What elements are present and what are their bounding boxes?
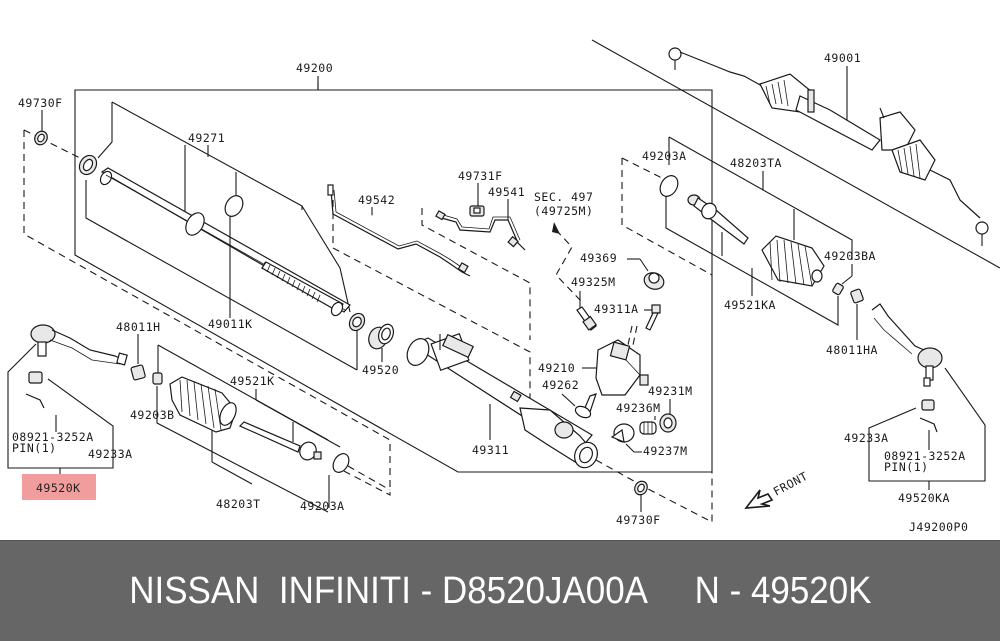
- label-49203BA[interactable]: 49203BA: [824, 249, 876, 263]
- label-49203B[interactable]: 49203B: [130, 408, 175, 422]
- seal-49271-left[interactable]: [76, 152, 100, 177]
- steering-rack-49001[interactable]: [668, 47, 989, 246]
- tie-rod-end-49520KA[interactable]: [871, 303, 943, 387]
- footer-banner: NISSAN INFINITI - D8520JA00A N - 49520K: [0, 540, 1000, 641]
- label-49541[interactable]: 49541: [488, 185, 525, 199]
- pinion-gear-49210[interactable]: [583, 339, 649, 413]
- label-49542[interactable]: 49542: [358, 193, 395, 207]
- label-49311A[interactable]: 49311A: [594, 302, 639, 316]
- rack-49011K[interactable]: [261, 261, 345, 318]
- label-49311[interactable]: 49311: [472, 443, 509, 457]
- nut-48011HA[interactable]: [850, 288, 864, 304]
- arrow-sec-497-icon: [552, 222, 583, 303]
- label-49521K[interactable]: 49521K: [230, 374, 275, 388]
- band-49203A-right[interactable]: [657, 172, 682, 199]
- label-49520K[interactable]: 49520K: [36, 481, 81, 495]
- housing-49311[interactable]: [403, 332, 601, 472]
- label-49369[interactable]: 49369: [580, 251, 617, 265]
- label-48011H[interactable]: 48011H: [116, 320, 161, 334]
- pipe-49542[interactable]: [327, 184, 471, 277]
- label-49237M[interactable]: 49237M: [643, 444, 688, 458]
- boot-48203T[interactable]: [169, 376, 239, 433]
- label-49325M[interactable]: 49325M: [571, 275, 616, 289]
- boot-48203TA[interactable]: [761, 235, 825, 287]
- label-49520KA[interactable]: 49520KA: [898, 491, 950, 505]
- inner-socket-49521K[interactable]: [238, 421, 322, 463]
- highlight-49520K: [22, 474, 96, 500]
- band-49203BA[interactable]: [832, 282, 844, 296]
- nut-49233A-right[interactable]: [921, 399, 935, 411]
- tie-rod-end-49520K[interactable]: [30, 324, 128, 366]
- label-48203TA[interactable]: 48203TA: [730, 156, 782, 170]
- label-49271[interactable]: 49271: [188, 131, 225, 145]
- label-49001[interactable]: 49001: [824, 51, 861, 65]
- seal-rack-end[interactable]: [346, 311, 367, 334]
- label-sec-49725M[interactable]: (49725M): [534, 204, 593, 218]
- spring-49236M[interactable]: [639, 421, 657, 435]
- clip-49731F[interactable]: [469, 205, 485, 217]
- label-49521KA[interactable]: 49521KA: [724, 298, 776, 312]
- o-ring-49271[interactable]: [222, 192, 247, 219]
- bushing-49520[interactable]: [366, 322, 396, 351]
- plug-49231M[interactable]: [659, 413, 677, 433]
- label-49262[interactable]: 49262: [542, 378, 579, 392]
- label-49011K[interactable]: 49011K: [208, 317, 253, 331]
- inner-socket-49521KA[interactable]: [687, 194, 749, 245]
- pipe-49541[interactable]: [435, 210, 526, 251]
- band-49203B[interactable]: [152, 372, 163, 385]
- label-49200[interactable]: 49200: [296, 61, 333, 75]
- label-49233A-right[interactable]: 49233A: [844, 431, 889, 445]
- label-front: FRONT: [771, 469, 810, 499]
- retainer-49237M[interactable]: [610, 423, 635, 443]
- label-49210[interactable]: 49210: [538, 361, 575, 375]
- cotter-pin-left[interactable]: [25, 393, 45, 409]
- label-49731F[interactable]: 49731F: [458, 169, 503, 183]
- label-49231M[interactable]: 49231M: [648, 384, 693, 398]
- diagram-code: J49200P0: [909, 520, 968, 534]
- cotter-pin-right[interactable]: [919, 417, 938, 433]
- nut-49233A-left[interactable]: [28, 371, 43, 384]
- valve-49325M[interactable]: [576, 306, 597, 331]
- label-49520[interactable]: 49520: [362, 363, 399, 377]
- label-pin-qty-right: PIN(1): [884, 460, 929, 474]
- nut-48011H[interactable]: [130, 364, 146, 381]
- label-sec-497[interactable]: SEC. 497: [534, 190, 593, 204]
- label-49203A-left[interactable]: 49203A: [300, 499, 345, 513]
- label-49203A-right[interactable]: 49203A: [642, 149, 687, 163]
- band-49203A-left[interactable]: [330, 451, 352, 475]
- assembly-49200-frame: [74, 76, 713, 473]
- seal-49730F-bottom[interactable]: [632, 479, 649, 497]
- cap-49369[interactable]: [642, 270, 666, 292]
- front-arrow-icon: [744, 489, 774, 509]
- label-pin-part-right[interactable]: 08921-3252A: [884, 449, 966, 463]
- divider-line: [591, 39, 1000, 269]
- label-49233A-left[interactable]: 49233A: [88, 447, 133, 461]
- parts-diagram: 49200 49730F 49271: [7, 39, 1000, 534]
- label-49730F-left[interactable]: 49730F: [18, 96, 63, 110]
- label-49236M[interactable]: 49236M: [616, 401, 661, 415]
- label-49730F-bottom[interactable]: 49730F: [616, 513, 661, 527]
- bolt-49311A[interactable]: [645, 304, 661, 331]
- footer-part-reference: NISSAN INFINITI - D8520JA00A N - 49520K: [128, 569, 872, 612]
- seal-49730F-left[interactable]: [32, 129, 49, 147]
- label-48203T[interactable]: 48203T: [216, 497, 261, 511]
- label-48011HA[interactable]: 48011HA: [826, 343, 878, 357]
- ring-49262[interactable]: [574, 404, 593, 420]
- label-pin-qty-left: PIN(1): [12, 441, 57, 455]
- label-pin-part-left[interactable]: 08921-3252A: [12, 430, 94, 444]
